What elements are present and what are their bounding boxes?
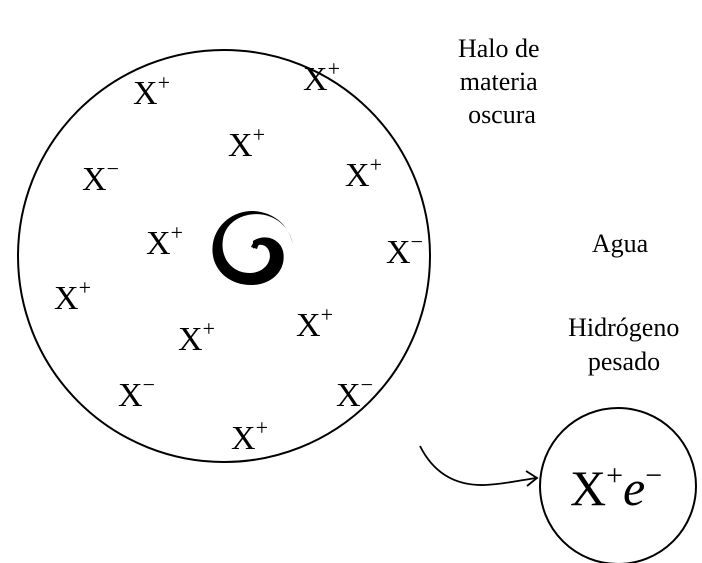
halo-label: Halo de materia oscura: [458, 34, 546, 129]
particle: X+: [178, 316, 215, 358]
particle: X+: [296, 302, 333, 344]
particle: X+: [146, 220, 183, 262]
particle: X+: [231, 415, 268, 457]
particles: X+ X+ X+ X− X+ X+ X− X+ X+ X+ X−: [54, 56, 423, 457]
water-label: Agua: [592, 229, 649, 258]
heavy-hydrogen-label-line-1: Hidrógeno: [568, 313, 679, 342]
particle: X−: [336, 372, 373, 414]
dark-matter-halo: [17, 49, 431, 463]
particle: X+: [303, 56, 340, 98]
particle: X+: [54, 275, 91, 317]
spiral-galaxy-icon: [212, 210, 293, 285]
heavy-hydrogen-label-line-2: pesado: [588, 347, 660, 376]
particle: X+: [228, 122, 265, 164]
particle: X−: [118, 372, 155, 414]
halo-label-line-3: oscura: [468, 100, 536, 129]
particle: X+: [345, 152, 382, 194]
atom-formula: X+e−: [570, 459, 662, 516]
particle: X−: [386, 229, 423, 271]
heavy-hydrogen-atom: [539, 407, 697, 563]
halo-label-line-1: Halo de: [458, 34, 540, 63]
capture-arrow: [419, 445, 539, 487]
heavy-hydrogen-label: Hidrógeno pesado: [568, 313, 686, 376]
particle: X−: [82, 156, 119, 198]
particle: X+: [133, 70, 170, 112]
halo-label-line-2: materia: [460, 67, 538, 96]
